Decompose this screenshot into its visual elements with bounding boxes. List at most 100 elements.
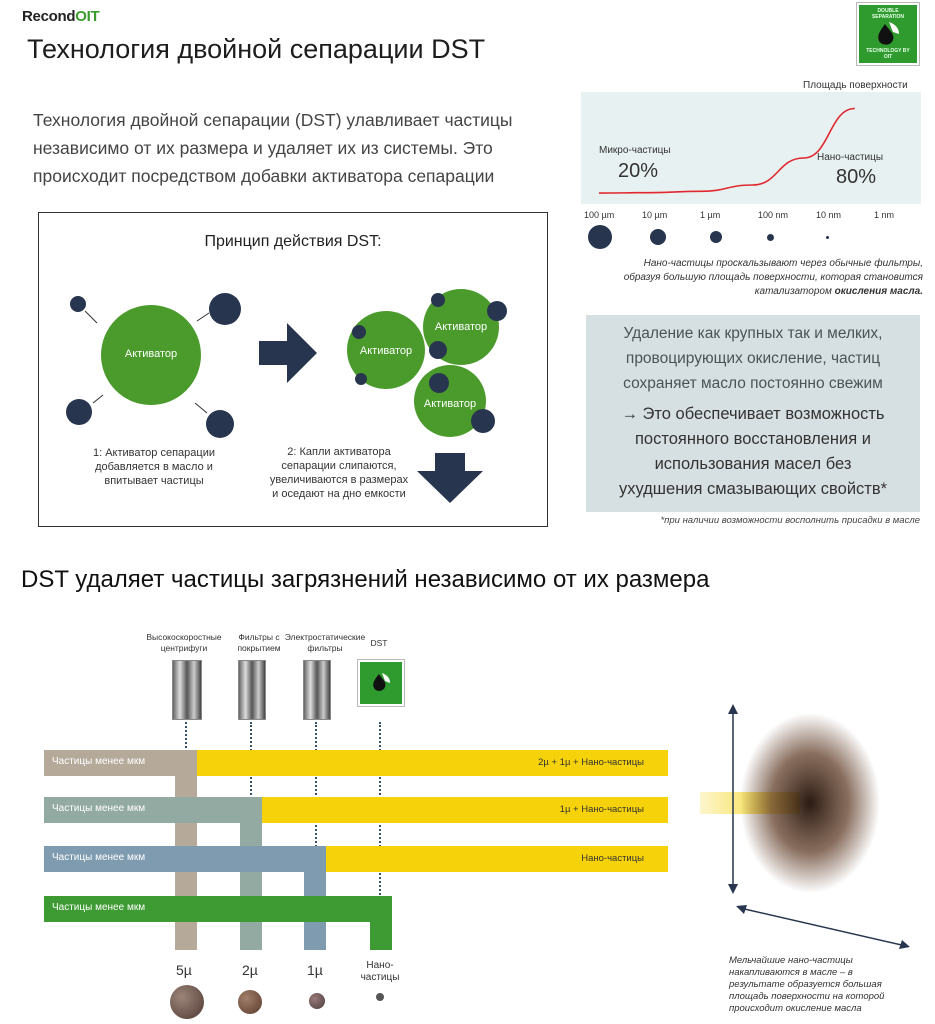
particle-blob [170, 985, 204, 1019]
benefit-line: провоцирующих окисление, частиц [625, 350, 881, 367]
flow-column [370, 896, 392, 950]
micro-label: Микро-частицы [599, 145, 671, 156]
particle-blob [238, 990, 262, 1014]
badge-bottom-text: TECHNOLOGY BY OIT [866, 48, 910, 60]
dotted-line [315, 722, 317, 850]
input-label: Частицы менее мкм [52, 852, 146, 863]
particle-dot [355, 373, 367, 385]
caption-line: Высокоскоростные [146, 632, 222, 642]
chart-ylabel: Площадь поверхности [803, 80, 908, 91]
principle-title: Принцип действия DST: [204, 233, 382, 250]
electrostatic-filter-icon [303, 660, 331, 720]
page-title: Технология двойной сепарации DST [27, 34, 486, 64]
badge-top-text: DOUBLE SEPARATION [871, 8, 905, 20]
particle-dot [826, 236, 829, 239]
arrow-right-icon [259, 323, 317, 383]
benefit-box: Удаление как крупных так и мелких, прово… [586, 315, 920, 512]
oil-drop-icon [373, 673, 390, 691]
intro-line: происходит посредством добавки активатор… [33, 166, 495, 186]
particle-dot [710, 231, 722, 243]
activator-label: Активатор [434, 321, 488, 333]
size-line: Нано- [366, 960, 394, 971]
flow-column [240, 797, 262, 950]
note-line: накапливаются в масле – в [729, 967, 853, 978]
benefit-line: использования масел без [654, 455, 852, 473]
caption-line: покрытием [237, 643, 281, 653]
note-line: Мельчайшие нано-частицы [729, 955, 853, 966]
particle-dot [431, 293, 445, 307]
caption-line: Фильтры с [238, 632, 280, 642]
caption-line: Электростатические [284, 632, 366, 642]
logo: RecondOIT [22, 8, 100, 25]
particle-dot [70, 296, 86, 312]
particle-dot [429, 373, 449, 393]
note-text: катализатором [754, 286, 835, 297]
size-label-nano: Нано- частицы [360, 960, 400, 984]
principle-box: Принцип действия DST: Активатор 1: Актив… [38, 212, 548, 527]
note-line: площадь поверхности на которой [729, 991, 885, 1002]
caption-line: добавляется в масло и [95, 461, 213, 473]
chart-note: Нано-частицы проскальзывают через обычны… [585, 257, 923, 299]
particle-dot [650, 229, 666, 245]
chart-area: Микро-частицы 20% Нано-частицы 80% [581, 92, 921, 204]
benefit-line: постоянного восстановления и [634, 430, 871, 448]
x-tick-label: 1 µm [700, 210, 721, 220]
particle-dot [487, 301, 507, 321]
absorb-arrows [84, 310, 210, 414]
caption-line: центрифуги [160, 643, 208, 653]
result-label: Нано-частицы [581, 853, 644, 864]
section2-title: DST удаляет частицы загрязнений независи… [21, 566, 710, 593]
dst-badge-small [358, 660, 404, 706]
result-bar: 2µ + 1µ + Нано-частицы [190, 750, 668, 776]
dst-badge: DOUBLE SEPARATION TECHNOLOGY BY OIT [857, 3, 919, 65]
size-label: 1µ [307, 962, 323, 978]
nano-label: Нано-частицы [817, 152, 884, 163]
activator-label: Активатор [423, 398, 477, 410]
benefit-block-1: Удаление как крупных так и мелких, прово… [586, 315, 920, 396]
input-label: Частицы менее мкм [52, 902, 146, 913]
result-bar: 1µ + Нано-частицы [258, 797, 668, 823]
dotted-line [185, 722, 187, 756]
size-line: частицы [360, 972, 400, 983]
input-label: Частицы менее мкм [52, 803, 146, 814]
caption-line: увеличиваются в размерах [269, 474, 409, 486]
filter-caption: Фильтры с покрытием [226, 632, 292, 654]
result-bar: Нано-частицы [322, 846, 668, 872]
size-label: 2µ [242, 962, 258, 978]
caption-line: 1: Активатор сепарации [92, 447, 215, 459]
particle-blob [376, 993, 384, 1001]
series-line [598, 107, 855, 194]
step1-caption: 1: Активатор сепарации добавляется в мас… [79, 446, 229, 488]
x-tick-label: 10 nm [816, 210, 842, 220]
benefit-block-2: → Это обеспечивает возможность постоянно… [586, 396, 920, 502]
activator-label: Активатор [359, 345, 413, 357]
benefit-line: Удаление как крупных так и мелких, [623, 325, 883, 342]
intro-line: Технология двойной сепарации (DST) улавл… [33, 110, 513, 130]
step2-caption: 2: Капли активатора сепарации слипаются,… [264, 445, 414, 501]
x-tick-label: 10 µm [642, 210, 668, 220]
particle-dot [767, 234, 774, 241]
particle-dot [66, 399, 92, 425]
note-line: образуя большую площадь поверхности, кот… [623, 272, 923, 283]
note-line: результате образуется большая [729, 979, 882, 990]
filter-caption: DST [370, 638, 388, 648]
particle-dot [471, 409, 495, 433]
particle-dot [429, 341, 447, 359]
input-bar: Частицы менее мкм [44, 797, 260, 823]
note-line: Нано-частицы проскальзывают через обычны… [643, 258, 923, 269]
size-label: 5µ [176, 962, 192, 978]
surface-area-chart [598, 107, 855, 194]
activator-circle [101, 305, 201, 405]
oil-drop-icon [878, 22, 899, 45]
result-label: 2µ + 1µ + Нано-частицы [538, 757, 644, 768]
x-tick-label: 100 nm [758, 210, 789, 220]
note-bold: окисления масла. [834, 286, 923, 297]
x-tick-label: 1 nm [874, 210, 895, 220]
filter-caption: Электростатические фильтры [282, 632, 368, 654]
particle-dot [209, 293, 241, 325]
input-bar: Частицы менее мкм [44, 846, 324, 872]
arrow-down-icon [417, 453, 483, 503]
caption-line: впитывает частицы [104, 475, 204, 487]
caption-line: фильтры [307, 643, 343, 653]
